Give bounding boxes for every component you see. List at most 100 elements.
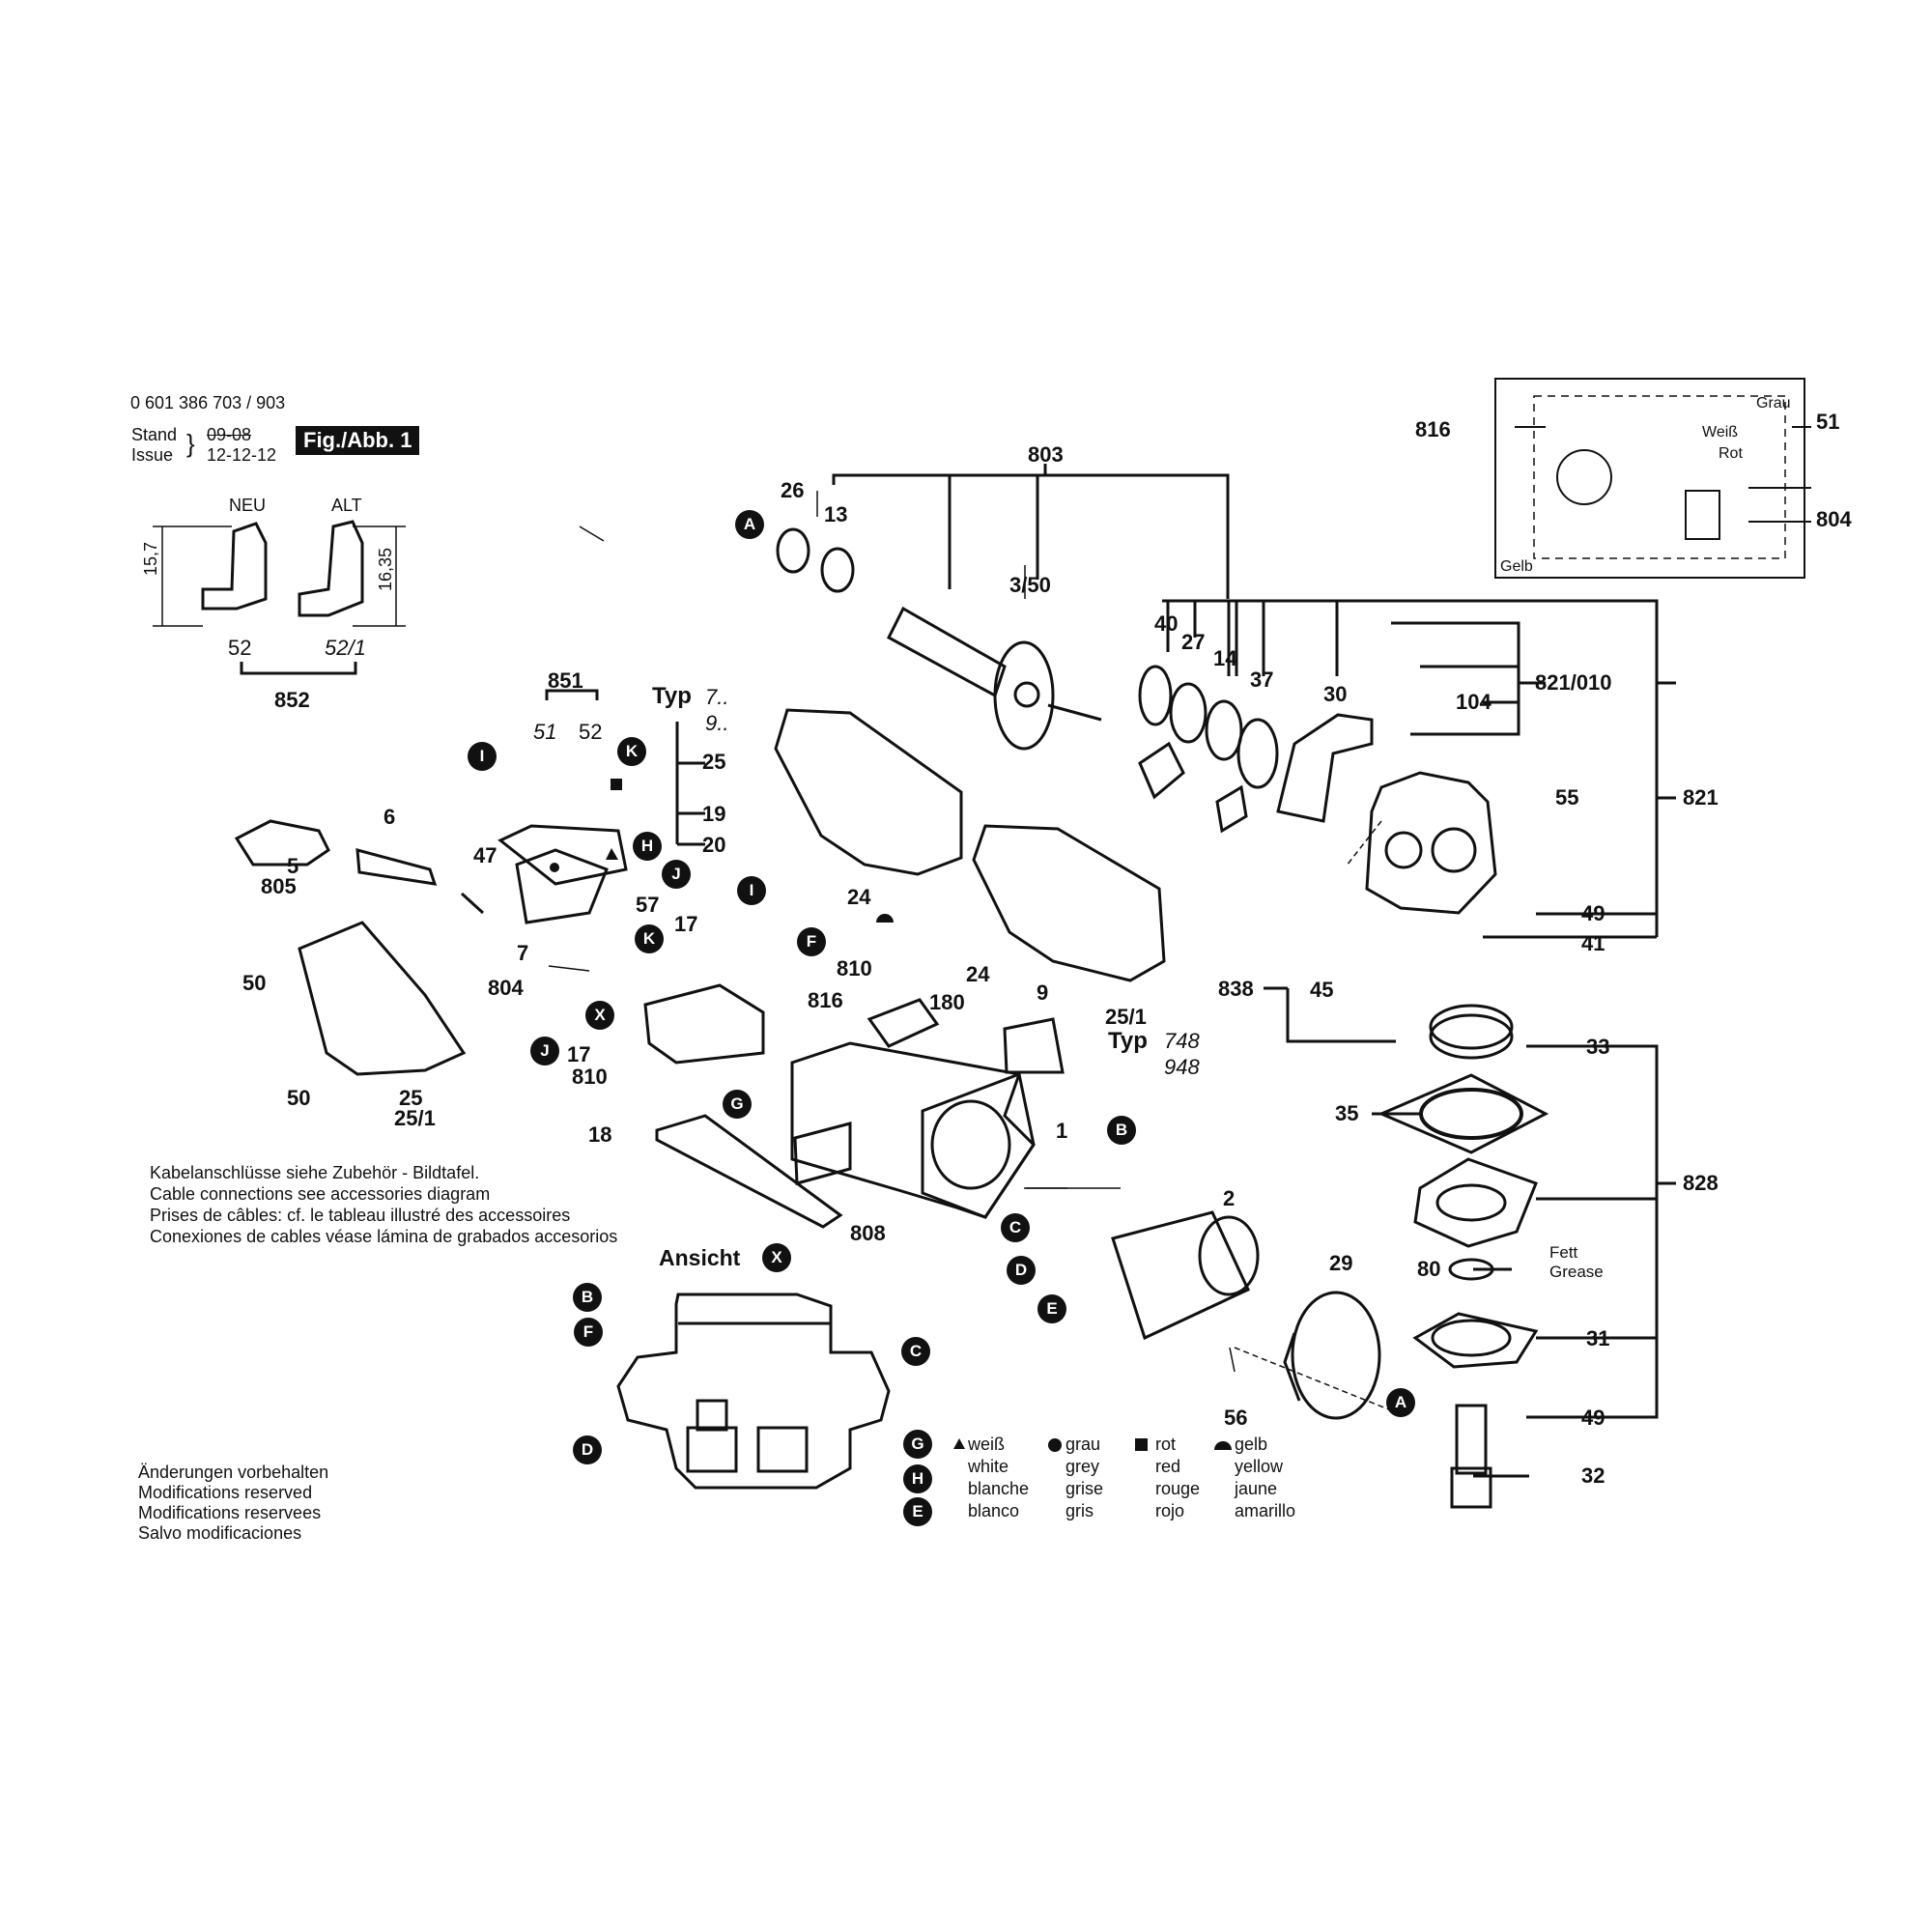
- part-17-lower: 17: [567, 1042, 591, 1066]
- part-49-lower: 49: [1581, 1406, 1605, 1430]
- modifications-en: Modifications reserved: [138, 1483, 313, 1502]
- neu-label: NEU: [229, 496, 267, 515]
- issue-date: 12-12-12: [207, 445, 277, 465]
- alt-label: ALT: [331, 496, 362, 515]
- part-7: 7: [517, 941, 529, 965]
- ansicht-badge-c: C: [901, 1337, 930, 1366]
- dim-15-7: 15,7: [141, 541, 160, 576]
- part-828: 828: [1683, 1171, 1719, 1195]
- part-838: 838: [1218, 977, 1254, 1001]
- legend-white: weiß white blanche blanco: [968, 1434, 1029, 1522]
- part-32: 32: [1581, 1463, 1605, 1488]
- grease-label: Grease: [1549, 1263, 1604, 1281]
- legend-white-fr: blanche: [968, 1479, 1030, 1498]
- part-57: 57: [636, 893, 660, 917]
- legend-yellow-en: yellow: [1235, 1457, 1284, 1476]
- badge-a-top: A: [735, 510, 764, 539]
- part-851: 851: [548, 668, 583, 693]
- typ-9: 9..: [705, 711, 729, 735]
- legend-grey-fr: grise: [1065, 1479, 1104, 1498]
- part-number: 0 601 386 703 / 903: [130, 393, 286, 412]
- legend-red-fr: rouge: [1155, 1479, 1201, 1498]
- part-20: 20: [702, 833, 726, 857]
- badge-e: E: [1037, 1294, 1066, 1323]
- fett-label: Fett: [1549, 1243, 1578, 1262]
- part-51-schematic: 51: [1816, 410, 1840, 434]
- part-852: 852: [274, 688, 310, 712]
- legend-grey: grau grey grise gris: [1065, 1434, 1103, 1522]
- part-2: 2: [1223, 1186, 1236, 1210]
- part-47: 47: [473, 843, 497, 867]
- part-45: 45: [1310, 978, 1334, 1002]
- badge-x-ansicht: X: [762, 1243, 791, 1272]
- badge-i-left: I: [468, 742, 497, 771]
- part-18: 18: [588, 1122, 612, 1147]
- ansicht-badge-d: D: [573, 1435, 602, 1464]
- issue-label: Issue: [131, 445, 174, 465]
- legend-red-en: red: [1155, 1457, 1181, 1476]
- part-816-holder: 816: [808, 988, 843, 1012]
- part-25-boot: 25: [399, 1086, 423, 1110]
- part-80: 80: [1417, 1257, 1441, 1281]
- legend-grey-en: grey: [1065, 1457, 1100, 1476]
- part-56: 56: [1224, 1406, 1248, 1430]
- badge-b: B: [1107, 1116, 1136, 1145]
- typ-7: 7..: [705, 685, 729, 709]
- wire-gelb: Gelb: [1500, 558, 1533, 575]
- part-55: 55: [1555, 785, 1579, 810]
- cable-note-es: Conexiones de cables véase lámina de gra…: [150, 1227, 618, 1246]
- part-821-010: 821/010: [1535, 670, 1612, 695]
- legend-yellow-es: amarillo: [1235, 1501, 1296, 1520]
- ansicht-badge-b: B: [573, 1283, 602, 1312]
- stand-label: Stand: [131, 425, 178, 444]
- badge-k-upper: K: [617, 737, 646, 766]
- modifications-fr: Modifications reservees: [138, 1503, 322, 1522]
- badge-j-lower: J: [530, 1037, 559, 1065]
- figure-badge: Fig./Abb. 1: [296, 426, 420, 455]
- badge-i-right: I: [737, 876, 766, 905]
- part-31: 31: [1586, 1326, 1610, 1350]
- dim-16-35: 16,35: [376, 547, 395, 591]
- part-804-schematic: 804: [1816, 507, 1852, 531]
- brace-glyph: }: [186, 429, 195, 458]
- part-30: 30: [1323, 682, 1348, 706]
- legend-yellow-fr: jaune: [1235, 1479, 1278, 1498]
- part-17-upper: 17: [674, 912, 698, 936]
- legend-white-en: white: [968, 1457, 1009, 1476]
- part-9: 9: [1037, 980, 1049, 1005]
- ansicht-badge-h: H: [903, 1464, 932, 1493]
- part-3-50: 3/50: [1009, 573, 1051, 597]
- part-6: 6: [384, 805, 396, 829]
- part-49-upper: 49: [1581, 901, 1605, 925]
- cable-note-fr: Prises de câbles: cf. le tableau illustr…: [150, 1206, 571, 1225]
- part-19: 19: [702, 802, 726, 826]
- typ-748: 748: [1164, 1029, 1200, 1053]
- part-50-lower: 50: [287, 1086, 311, 1110]
- wire-rot: Rot: [1719, 445, 1743, 462]
- part-816-schematic: 816: [1415, 417, 1451, 441]
- part-52: 52: [228, 636, 252, 660]
- part-1: 1: [1056, 1119, 1068, 1143]
- ansicht-badge-g: G: [903, 1430, 932, 1459]
- part-25-1-boot: 25/1: [394, 1106, 436, 1130]
- legend-grey-de: grau: [1065, 1435, 1101, 1454]
- legend-red-de: rot: [1155, 1435, 1177, 1454]
- legend-grey-es: gris: [1065, 1501, 1094, 1520]
- legend-yellow: gelb yellow jaune amarillo: [1235, 1434, 1295, 1522]
- badge-c: C: [1001, 1213, 1030, 1242]
- wire-weiss: Weiß: [1702, 424, 1739, 440]
- badge-k-lower: K: [635, 924, 664, 953]
- typ-label-lower: Typ: [1108, 1028, 1148, 1054]
- legend-yellow-de: gelb: [1235, 1435, 1268, 1454]
- part-5: 5: [287, 854, 299, 878]
- part-26: 26: [781, 478, 805, 502]
- legend-white-es: blanco: [968, 1501, 1020, 1520]
- wire-grau: Grau: [1756, 395, 1791, 412]
- part-804-switch: 804: [488, 976, 524, 1000]
- ansicht-badge-e: E: [903, 1497, 932, 1526]
- part-37: 37: [1250, 668, 1274, 692]
- part-25-1-upper: 25/1: [1105, 1005, 1147, 1029]
- part-180: 180: [929, 990, 965, 1014]
- legend-white-de: weiß: [968, 1435, 1006, 1454]
